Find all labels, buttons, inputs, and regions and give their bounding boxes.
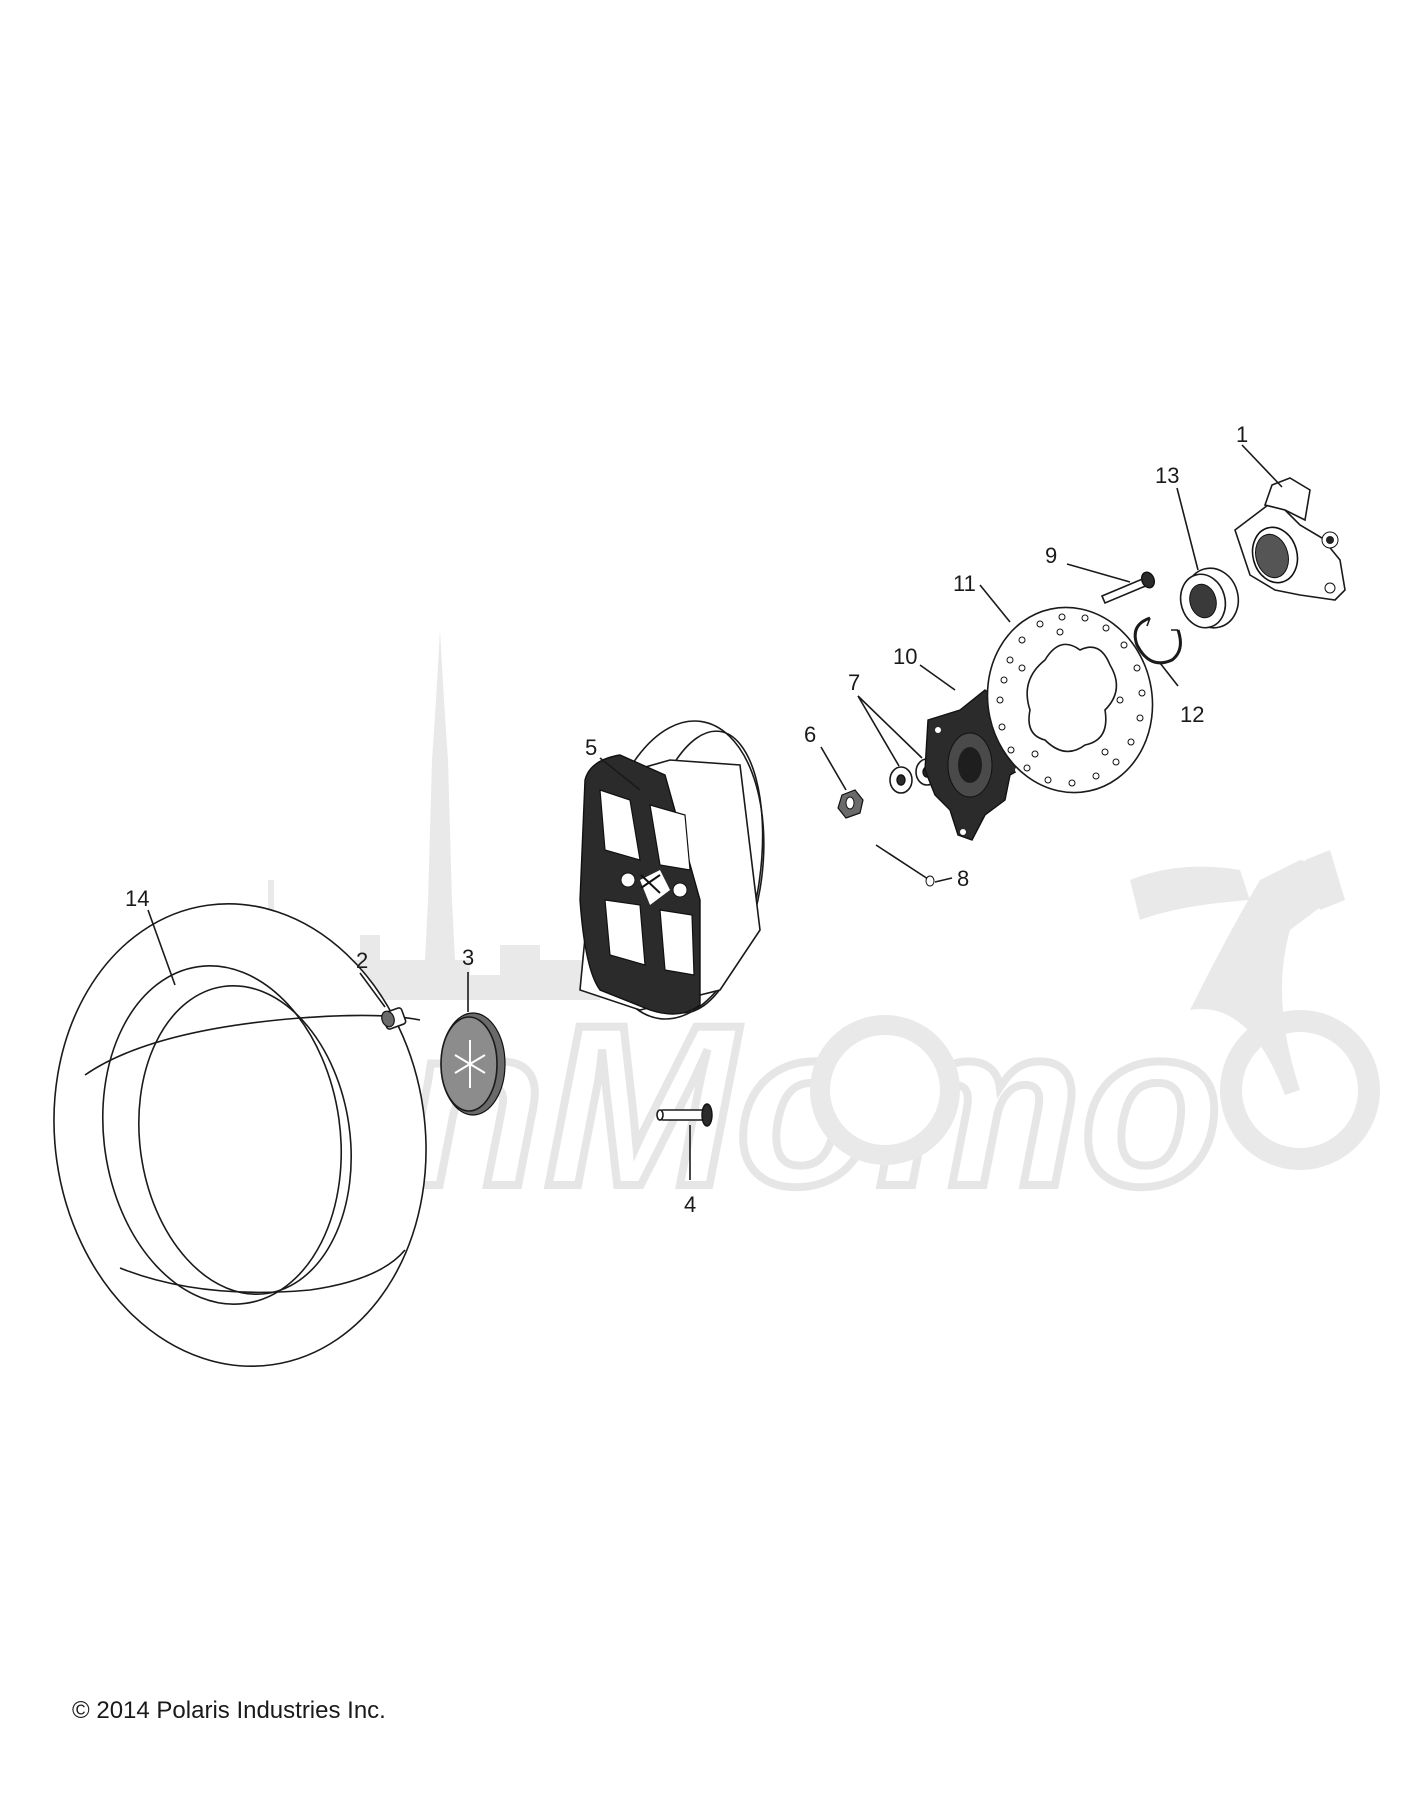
callout-11: 11 [953, 571, 976, 596]
callout-9: 9 [1045, 543, 1057, 568]
callout-6: 6 [804, 722, 816, 747]
callout-2: 2 [356, 948, 368, 973]
bearing-part-13 [1179, 567, 1240, 629]
wheel-rim-part-5 [579, 720, 765, 1020]
callout-12: 12 [1180, 702, 1204, 727]
callout-14: 14 [125, 886, 149, 911]
bolt-part-9 [1100, 571, 1156, 605]
callout-4: 4 [684, 1192, 696, 1217]
callout-8: 8 [957, 866, 969, 891]
callout-1: 1 [1236, 422, 1248, 447]
copyright-notice: © 2014 Polaris Industries Inc. [72, 1697, 386, 1724]
leader-lines [147, 444, 1283, 1180]
callout-5: 5 [585, 735, 597, 760]
callout-13: 13 [1155, 463, 1179, 488]
castle-nut-part-6 [837, 789, 864, 819]
valve-stem-part-2 [381, 1007, 407, 1030]
lug-stud-part-4 [656, 1103, 713, 1127]
watermark: AenMomo [101, 630, 1380, 1238]
callout-labels: 1 2 3 4 5 6 7 8 9 10 11 12 13 14 [125, 422, 1248, 1217]
callout-10: 10 [893, 644, 917, 669]
callout-3: 3 [462, 945, 474, 970]
brake-disc-part-11 [986, 606, 1154, 794]
cotter-pin-part-8 [875, 844, 935, 887]
knuckle-part-1 [1234, 477, 1346, 601]
center-cap-part-3 [440, 1012, 506, 1116]
retaining-ring-part-12 [1133, 616, 1182, 665]
callout-7: 7 [848, 670, 860, 695]
tire-part-14 [53, 903, 427, 1367]
